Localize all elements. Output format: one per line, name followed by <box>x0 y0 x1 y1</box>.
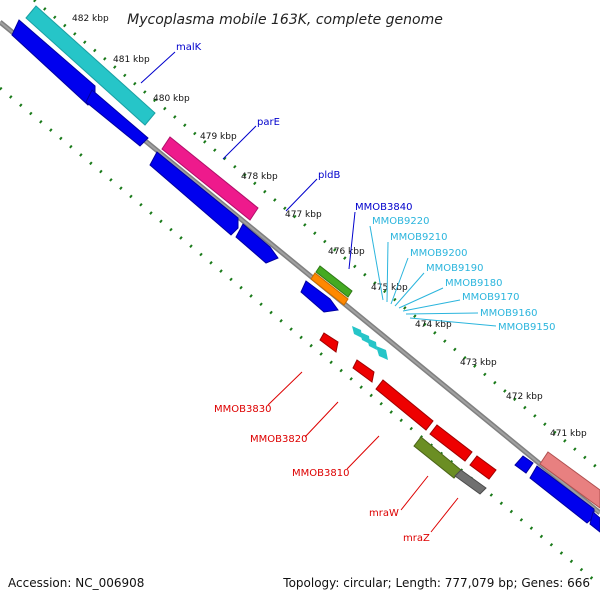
label-MMOB9210[interactable]: MMOB9210 <box>390 232 447 243</box>
tick-label-471: 471 kbp <box>550 429 587 439</box>
leader-MMOB3840 <box>348 211 356 270</box>
label-MMOB3820[interactable]: MMOB3820 <box>250 434 307 445</box>
gene-feature-blue-2[interactable] <box>85 89 149 147</box>
gene-feature-orange[interactable] <box>310 272 349 306</box>
tick-label-479: 479 kbp <box>200 132 237 142</box>
leader-pldB <box>285 178 318 212</box>
gene-feature-blue-6[interactable] <box>514 455 534 474</box>
leader-MMOB9160 <box>405 312 479 315</box>
label-mraW[interactable]: mraW <box>369 508 399 519</box>
gene-feature-pink[interactable] <box>539 451 600 509</box>
label-parE[interactable]: parE <box>257 117 280 128</box>
leader-parE <box>222 125 257 160</box>
label-MMOB3840[interactable]: MMOB3840 <box>355 202 412 213</box>
leader-MMOB9180 <box>398 287 444 309</box>
label-MMOB3830[interactable]: MMOB3830 <box>214 404 271 415</box>
label-MMOB9160[interactable]: MMOB9160 <box>480 308 537 319</box>
label-MMOB9150[interactable]: MMOB9150 <box>498 322 555 333</box>
label-MMOB9170[interactable]: MMOB9170 <box>462 292 519 303</box>
label-pldB[interactable]: pldB <box>318 170 340 181</box>
genome-stats-text: Topology: circular; Length: 777,079 bp; … <box>282 576 590 590</box>
tick-label-477: 477 kbp <box>285 210 322 220</box>
tick-label-482: 482 kbp <box>72 14 109 24</box>
gene-feature-red-3[interactable] <box>375 379 434 431</box>
label-MMOB9220[interactable]: MMOB9220 <box>372 216 429 227</box>
gene-feature-red-5[interactable] <box>469 455 497 480</box>
tick-line-lower <box>0 86 600 587</box>
leader-MMOB3820 <box>304 401 339 438</box>
leader-MMOB9170 <box>402 299 461 312</box>
leader-MMOB3830 <box>267 371 303 406</box>
tick-label-473: 473 kbp <box>460 358 497 368</box>
gene-feature-cyan[interactable] <box>25 5 156 126</box>
leader-MMOB9150 <box>409 317 497 327</box>
tick-label-481: 481 kbp <box>113 55 150 65</box>
gene-feature-magenta[interactable] <box>161 136 259 221</box>
gene-feature-green[interactable] <box>315 265 353 298</box>
gene-feature-cyan-small-4[interactable] <box>376 346 388 360</box>
tick-label-478: 478 kbp <box>241 172 278 182</box>
tick-label-472: 472 kbp <box>506 392 543 402</box>
gene-feature-blue-4[interactable] <box>235 223 279 264</box>
gene-feature-red-4[interactable] <box>429 424 473 462</box>
accession-text: Accession: NC_006908 <box>8 576 144 590</box>
gene-feature-red-1[interactable] <box>319 332 339 353</box>
leader-MMOB9210 <box>386 241 389 303</box>
label-MMOB9200[interactable]: MMOB9200 <box>410 248 467 259</box>
leader-MMOB9200 <box>390 257 409 305</box>
gene-feature-blue-5[interactable] <box>300 280 339 313</box>
gene-feature-olive[interactable] <box>413 436 462 479</box>
tick-label-480: 480 kbp <box>153 94 190 104</box>
label-MMOB3810[interactable]: MMOB3810 <box>292 468 349 479</box>
label-mraZ[interactable]: mraZ <box>403 533 430 544</box>
gene-feature-cyan-small-2[interactable] <box>360 332 370 344</box>
gene-feature-blue-3[interactable] <box>149 151 239 236</box>
tick-label-475: 475 kbp <box>371 283 408 293</box>
leader-MMOB9190 <box>394 272 425 307</box>
gene-feature-gray[interactable] <box>454 469 487 495</box>
gene-feature-cyan-small-3[interactable] <box>367 338 377 350</box>
leader-malK <box>140 51 176 84</box>
gene-feature-blue-8[interactable] <box>589 511 600 533</box>
leader-mraW <box>400 475 429 511</box>
map-title: Mycoplasma mobile 163K, complete genome <box>127 12 443 28</box>
label-MMOB9190[interactable]: MMOB9190 <box>426 263 483 274</box>
tick-label-476: 476 kbp <box>328 247 365 257</box>
label-malK[interactable]: malK <box>176 42 202 53</box>
gene-feature-cyan-small-1[interactable] <box>352 326 362 338</box>
label-MMOB9180[interactable]: MMOB9180 <box>445 278 502 289</box>
leader-MMOB3810 <box>346 435 380 470</box>
tick-label-474: 474 kbp <box>415 320 452 330</box>
leader-mraZ <box>430 497 459 533</box>
leader-MMOB9220 <box>369 225 384 301</box>
gene-feature-red-2[interactable] <box>352 359 375 383</box>
